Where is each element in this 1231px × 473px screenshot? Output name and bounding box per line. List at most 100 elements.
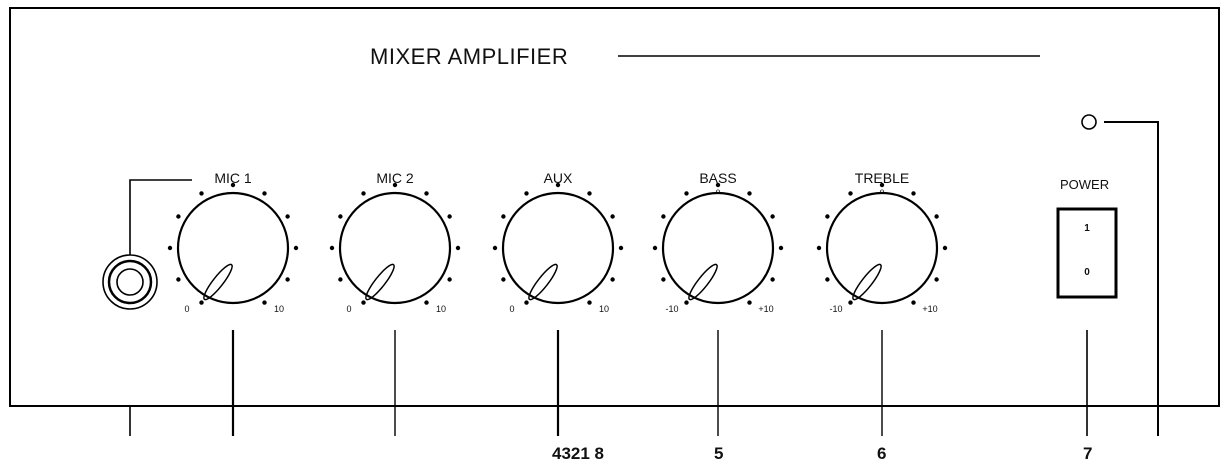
scale-dot (338, 214, 343, 219)
knob-mic2-scale-dots (329, 182, 461, 305)
knob-treble-scale-dots (816, 182, 948, 305)
scale-dot (715, 182, 721, 188)
panel-title: MIXER AMPLIFIER (370, 44, 568, 69)
scale-dot (747, 191, 752, 196)
input-jack[interactable] (102, 254, 158, 310)
scale-dot (262, 191, 267, 196)
scale-dot (455, 245, 461, 251)
knob-treble-min: -10 (829, 304, 842, 314)
knob-mic2-body[interactable] (338, 191, 452, 305)
scale-dot (262, 300, 267, 305)
scale-dot (524, 191, 529, 196)
power-led-icon (1081, 114, 1097, 130)
scale-dot (610, 277, 615, 282)
knob-mic1[interactable]: MIC 1 0 10 (167, 170, 299, 436)
knob-mic1-min: 0 (184, 304, 189, 314)
scale-dot (447, 277, 452, 282)
knob-aux-body[interactable] (501, 191, 615, 305)
scale-dot (285, 214, 290, 219)
knob-treble[interactable]: TREBLE 0 -10 +10 (816, 170, 948, 436)
scale-dot (524, 300, 529, 305)
scale-dot (176, 277, 181, 282)
knob-mic1-max: 10 (274, 304, 284, 314)
knob-bass-label: BASS (699, 170, 736, 186)
knob-aux-label: AUX (544, 170, 573, 186)
knob-treble-max: +10 (922, 304, 937, 314)
scale-dot (816, 245, 822, 251)
scale-dot (230, 182, 236, 188)
scale-dot (825, 277, 830, 282)
scale-dot (501, 214, 506, 219)
knob-bass-body[interactable] (661, 191, 775, 305)
knob-mic2[interactable]: MIC 2 0 10 (329, 170, 461, 436)
scale-dot (770, 214, 775, 219)
knob-treble-pointer (852, 263, 882, 301)
scale-dot (361, 300, 366, 305)
scale-dot (338, 277, 343, 282)
power-led-leader-line (1104, 121, 1159, 436)
power-switch-on-mark: 1 (1084, 223, 1090, 234)
scale-dot (661, 214, 666, 219)
scale-dot (424, 191, 429, 196)
scale-dot (825, 214, 830, 219)
scale-dot (770, 277, 775, 282)
scale-dot (329, 245, 335, 251)
scale-dot (684, 191, 689, 196)
knob-aux-scale-dots (492, 182, 624, 305)
scale-dot (934, 214, 939, 219)
scale-dot (167, 245, 173, 251)
scale-dot (911, 191, 916, 196)
power-switch[interactable]: 1 0 (1056, 207, 1118, 299)
scale-dot (199, 300, 204, 305)
scale-dot (555, 182, 561, 188)
scale-dot (848, 300, 853, 305)
knob-aux[interactable]: AUX 0 10 (492, 170, 624, 436)
knob-aux-min: 0 (509, 304, 514, 314)
scale-dot (661, 277, 666, 282)
callout-5: 5 (714, 444, 723, 463)
scale-dot (778, 245, 784, 251)
knob-mic1-label: MIC 1 (214, 170, 252, 186)
scale-dot (618, 245, 624, 251)
knob-mic1-body[interactable] (176, 191, 290, 305)
knob-mic2-min: 0 (346, 304, 351, 314)
knob-mic1-scale-dots (167, 182, 299, 305)
knob-bass[interactable]: BASS 0 -10 +10 (652, 170, 784, 436)
scale-dot (587, 300, 592, 305)
scale-dot (492, 245, 498, 251)
knob-bass-min: -10 (665, 304, 678, 314)
knob-mic2-pointer (365, 263, 395, 301)
scale-dot (610, 214, 615, 219)
knob-mic1-pointer (203, 263, 233, 301)
jack-leader-line (129, 179, 192, 255)
scale-dot (293, 245, 299, 251)
scale-dot (176, 214, 181, 219)
knob-bass-max: +10 (758, 304, 773, 314)
knob-bass-pointer (688, 263, 718, 301)
power-label: POWER (1060, 177, 1109, 192)
scale-dot (848, 191, 853, 196)
knob-treble-body[interactable] (825, 191, 939, 305)
knob-aux-pointer (528, 263, 558, 301)
knob-mic2-label: MIC 2 (376, 170, 414, 186)
knob-mic2-max: 10 (436, 304, 446, 314)
scale-dot (501, 277, 506, 282)
callout-7: 7 (1083, 444, 1092, 463)
scale-dot (652, 245, 658, 251)
scale-dot (424, 300, 429, 305)
scale-dot (361, 191, 366, 196)
knob-aux-max: 10 (599, 304, 609, 314)
scale-dot (934, 277, 939, 282)
power-switch-off-mark: 0 (1084, 267, 1090, 278)
scale-dot (747, 300, 752, 305)
callout-4321-8: 4321 8 (552, 444, 604, 463)
knob-treble-label: TREBLE (855, 170, 909, 186)
panel-outline (9, 7, 1220, 407)
scale-dot (879, 182, 885, 188)
scale-dot (684, 300, 689, 305)
scale-dot (199, 191, 204, 196)
scale-dot (911, 300, 916, 305)
scale-dot (942, 245, 948, 251)
